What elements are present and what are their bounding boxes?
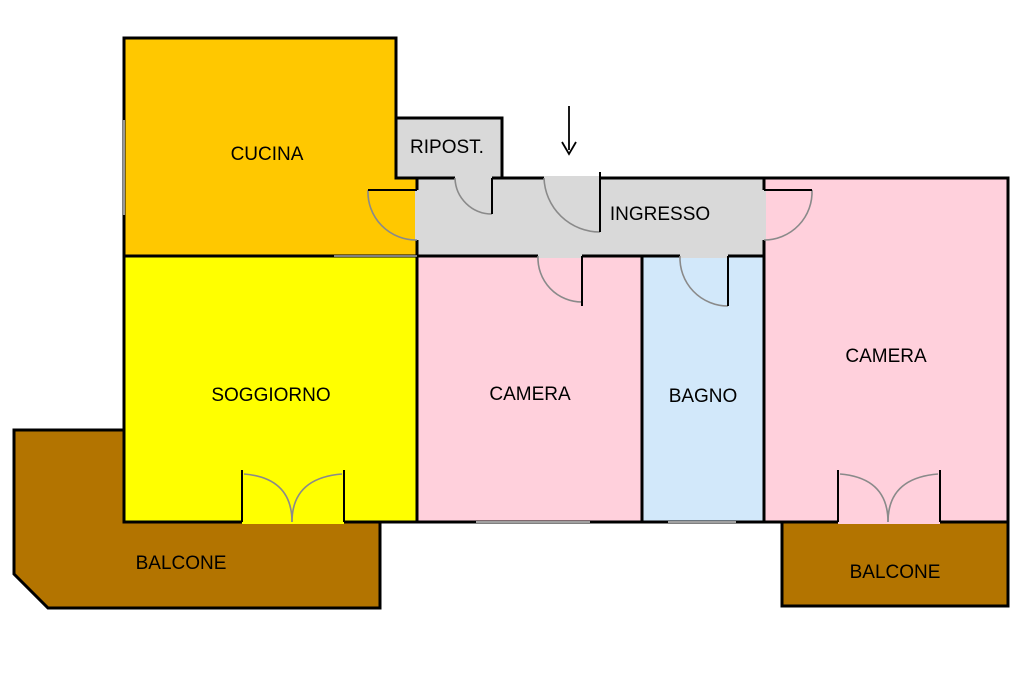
down-arrow-icon [561,106,577,156]
balcone-destro [780,520,1010,608]
ripostiglio [394,116,504,180]
label-cucina: CUCINA [231,144,304,165]
label-bagno: BAGNO [669,386,738,407]
camera-centrale [415,254,644,524]
ingresso [415,176,766,258]
label-balcone-destro: BALCONE [850,562,941,583]
label-balcone-sinistro: BALCONE [136,553,227,574]
label-camera-destra: CAMERA [845,346,927,367]
door-openings [123,120,940,524]
label-soggiorno: SOGGIORNO [211,385,330,406]
door-swings [241,172,941,523]
bagno [640,254,766,524]
label-ingresso: INGRESSO [610,204,710,225]
camera-destra [762,176,1010,524]
label-camera-centrale: CAMERA [489,384,571,405]
label-ripostiglio: RIPOST. [410,137,484,158]
soggiorno [122,254,419,524]
